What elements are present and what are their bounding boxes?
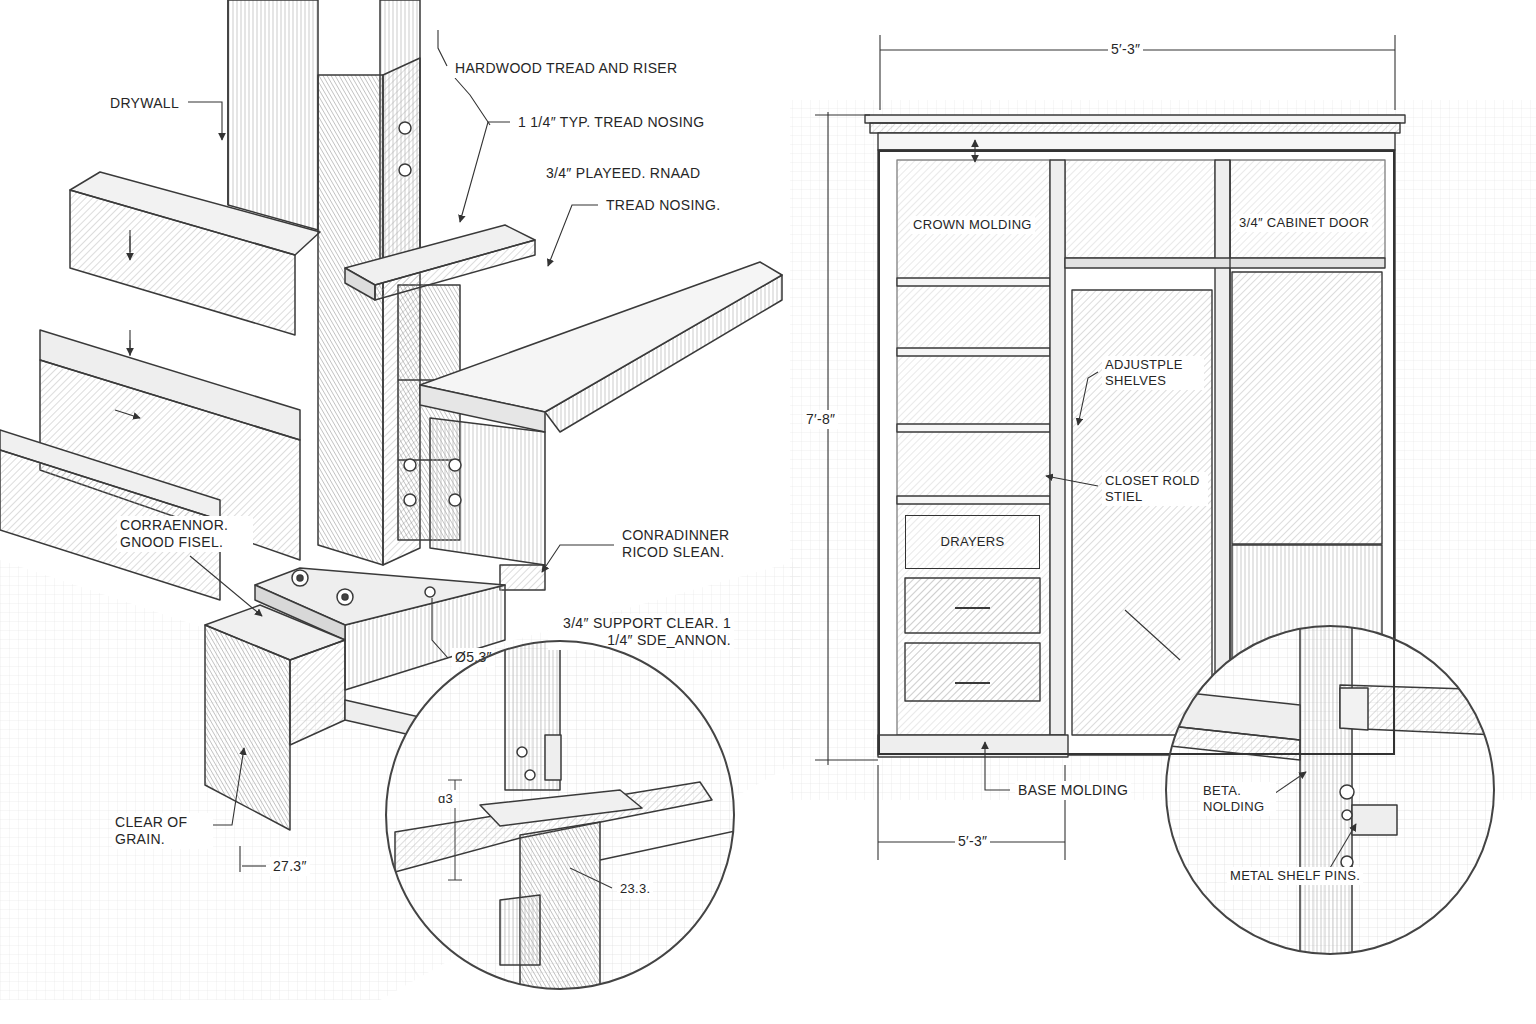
leader-lines <box>115 30 614 872</box>
drawer-box: DRAYERS <box>905 515 1040 569</box>
part-label: TREAD NOSING. <box>603 196 723 215</box>
part-label: 3/4″ PLAYEED. RNAAD <box>543 164 703 183</box>
part-label: CONRADINNER RICOD SLEAN. <box>619 526 747 562</box>
part-label: 23.3. <box>617 880 653 898</box>
paper-texture <box>0 100 1536 1000</box>
part-label: METAL SHELF PINS. <box>1227 867 1363 885</box>
detail-circle: BETA. NOLDING METAL SHELF PINS. <box>1165 625 1495 955</box>
dimension-label: 7′-8″ <box>803 410 838 429</box>
note-label: 3/4″ SUPPORT CLEAR. 1 1/4″ SDE_ANNON. <box>548 614 734 650</box>
dimension-label: 27.3″ <box>270 857 310 876</box>
part-label: ɑ3 <box>435 790 456 808</box>
closet-cabinet: DRAYERS CROWN MOLDING 3/4″ CABINET DOOR ADJ… <box>878 150 1395 755</box>
dimension-label: Ø5.3″ <box>452 648 495 667</box>
dimension-label: 5′-3″ <box>955 832 990 851</box>
part-label: CROWN MOLDING <box>910 216 1035 234</box>
part-label: BETA. NOLDING <box>1200 782 1276 816</box>
part-label: 3/4″ CABINET DOOR <box>1236 214 1372 232</box>
part-label: CLEAR OF GRAIN. <box>112 813 213 849</box>
part-label: CLOSET ROLD STIEL <box>1102 472 1208 506</box>
detail-circle: ɑ3 23.3. <box>385 640 735 990</box>
part-label: CORRAENNOR. GNOOD FISEL. <box>117 516 253 552</box>
stair-detail-enlargement <box>380 630 740 1010</box>
drawer-label: DRAYERS <box>938 533 1008 551</box>
part-label: BASE MOLDING <box>1015 781 1131 800</box>
part-label: DRYWALL <box>107 94 182 113</box>
part-label: 1 1/4″ TYP. TREAD NOSING <box>515 113 707 132</box>
shelf-pin-enlargement <box>1160 620 1500 960</box>
dimension-label: 5′-3″ <box>1108 40 1143 59</box>
part-label: HARDWOOD TREAD AND RISER <box>452 59 680 78</box>
part-label: ADJUSTPLE SHELVES <box>1102 356 1204 390</box>
